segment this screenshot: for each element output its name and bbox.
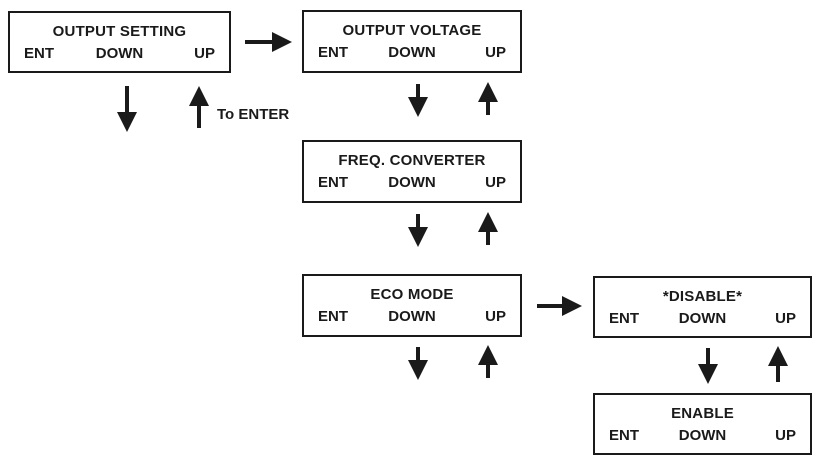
lcd-keys: ENT DOWN UP [609,310,796,330]
lcd-keys: ENT DOWN UP [609,427,796,447]
down-key-label: DOWN [95,45,144,62]
up-key-label: UP [485,308,506,325]
lcd-output-setting: OUTPUT SETTING ENT DOWN UP [8,11,231,73]
lcd-keys: ENT DOWN UP [24,45,215,65]
ent-key-label: ENT [318,44,348,61]
lcd-eco-mode: ECO MODE ENT DOWN UP [302,274,522,337]
lcd-enable: ENABLE ENT DOWN UP [593,393,812,455]
lcd-keys: ENT DOWN UP [318,44,506,64]
down-key-label: DOWN [678,427,727,444]
up-key-label: UP [775,310,796,327]
lcd-title: FREQ. CONVERTER [338,152,486,169]
up-key-label: UP [194,45,215,62]
to-enter-label: To ENTER [217,106,290,123]
lcd-title: ENABLE [671,405,734,422]
lcd-freq-converter: FREQ. CONVERTER ENT DOWN UP [302,140,522,203]
up-key-label: UP [775,427,796,444]
down-key-label: DOWN [388,308,436,325]
lcd-keys: ENT DOWN UP [318,308,506,328]
lcd-keys: ENT DOWN UP [318,174,506,194]
down-key-label: DOWN [388,44,436,61]
ent-key-label: ENT [609,310,639,327]
down-key-label: DOWN [678,310,727,327]
ent-key-label: ENT [609,427,639,444]
up-key-label: UP [485,174,506,191]
lcd-title: OUTPUT SETTING [52,23,187,40]
lcd-title: OUTPUT VOLTAGE [342,22,482,39]
ent-key-label: ENT [24,45,54,62]
ent-key-label: ENT [318,174,348,191]
lcd-disable: *DISABLE* ENT DOWN UP [593,276,812,338]
lcd-title: *DISABLE* [662,288,743,305]
lcd-output-voltage: OUTPUT VOLTAGE ENT DOWN UP [302,10,522,73]
down-key-label: DOWN [388,174,436,191]
up-key-label: UP [485,44,506,61]
lcd-title: ECO MODE [370,286,454,303]
ent-key-label: ENT [318,308,348,325]
